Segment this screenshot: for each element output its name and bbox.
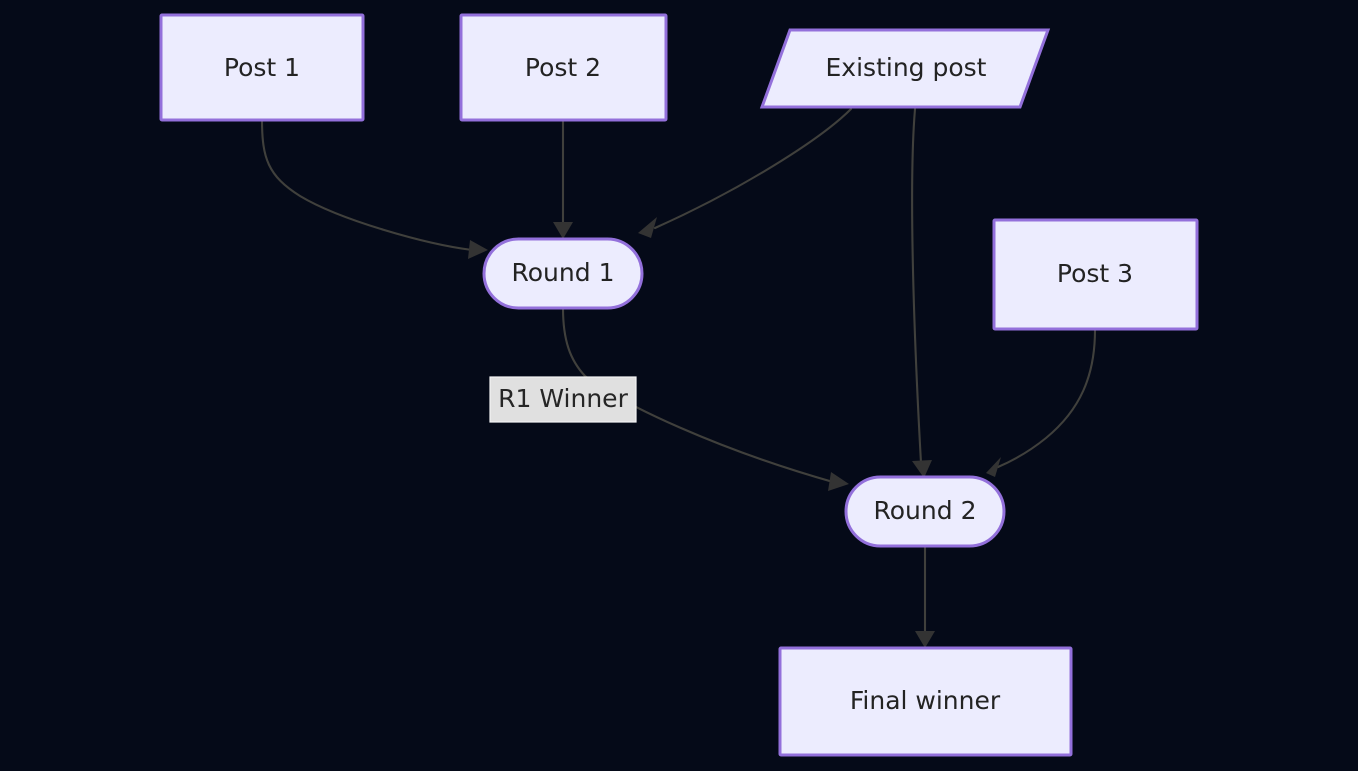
arrow-head-icon [468,240,488,259]
arrow-head-icon [553,222,573,239]
arrow-head-icon [915,631,935,648]
edge-post1-to-round1 [260,118,488,259]
edge-existing-to-round1 [638,107,853,238]
node-stadium[interactable] [482,237,644,310]
arrow-head-icon [638,217,657,238]
nodes-layer: Post 1 Post 2 Existing post Post 3 Round… [159,13,1199,757]
node-parallelogram[interactable] [759,28,1051,109]
arrow-head-icon [828,472,849,491]
edges-layer [260,107,1097,648]
edge-existing-to-round2 [911,107,932,478]
edge-path [911,107,923,465]
node-rect[interactable] [992,218,1199,331]
node-rect[interactable] [159,13,365,122]
edge-path [653,107,853,230]
node-rect[interactable] [778,646,1073,757]
edge-labels-layer: R1 Winner [489,376,637,423]
edge-path [996,328,1097,469]
node-post1[interactable]: Post 1 [159,13,365,122]
arrow-head-icon [986,457,1001,477]
edge-post3-to-round2 [986,328,1097,477]
node-final-winner[interactable]: Final winner [778,646,1073,757]
node-existing-post[interactable]: Existing post [759,28,1051,109]
edge-post2-to-round1 [553,118,573,239]
node-round2[interactable]: Round 2 [844,475,1006,548]
node-post3[interactable]: Post 3 [992,218,1199,331]
edge-label-background [489,376,637,423]
node-round1[interactable]: Round 1 [482,237,644,310]
node-post2[interactable]: Post 2 [459,13,668,122]
node-stadium[interactable] [844,475,1006,548]
edge-round2-to-final [915,545,935,648]
arrow-head-icon [912,460,932,478]
node-rect[interactable] [459,13,668,122]
edge-label-r1-winner: R1 Winner [489,376,637,423]
edge-path [260,118,474,252]
